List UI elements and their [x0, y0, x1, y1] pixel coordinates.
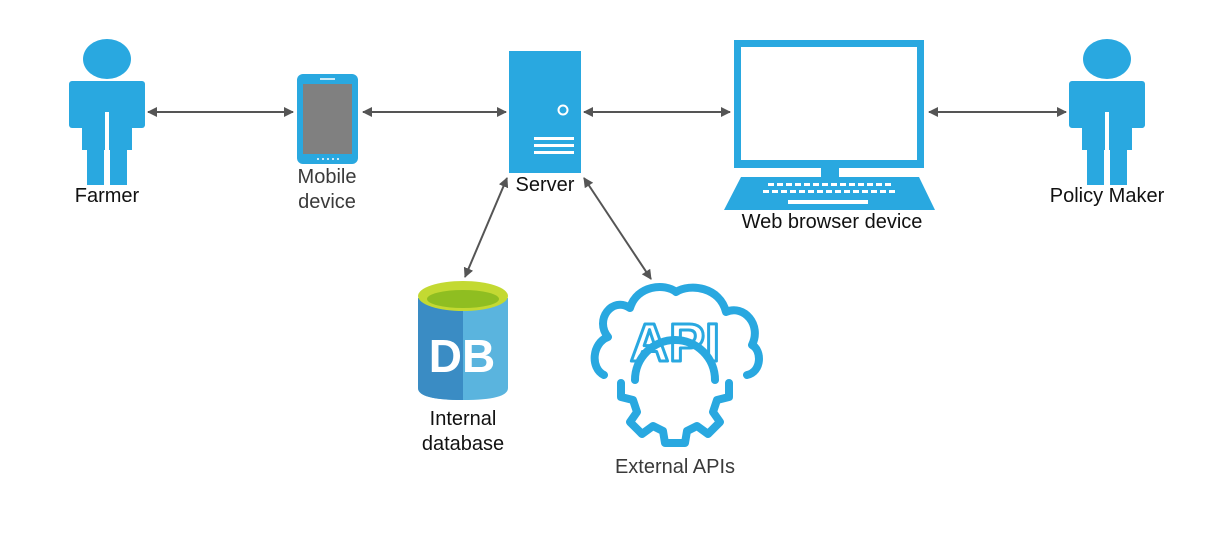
connectors [147, 107, 1067, 280]
label-mobile-device: Mobile device [297, 166, 357, 213]
laptop-icon [724, 40, 935, 210]
api-icon-text: API [630, 313, 720, 373]
label-policy-maker: Policy Maker [1049, 185, 1165, 207]
connector-server-database [463, 177, 509, 278]
database-icon: DB [418, 281, 508, 400]
person-icon [69, 39, 145, 185]
connector-server-apis [583, 177, 652, 280]
label-external-apis: External APIs [614, 456, 736, 478]
server-tower-icon [509, 51, 581, 173]
label-internal-database: Internal database [421, 408, 505, 455]
database-icon-text: DB [429, 330, 495, 382]
label-server: Server [515, 174, 575, 196]
label-web-browser-device: Web browser device [741, 211, 923, 233]
tablet-icon [297, 74, 358, 164]
label-farmer: Farmer [74, 185, 140, 207]
person-icon [1069, 39, 1145, 185]
api-cloud-gear-icon: API [590, 283, 763, 447]
